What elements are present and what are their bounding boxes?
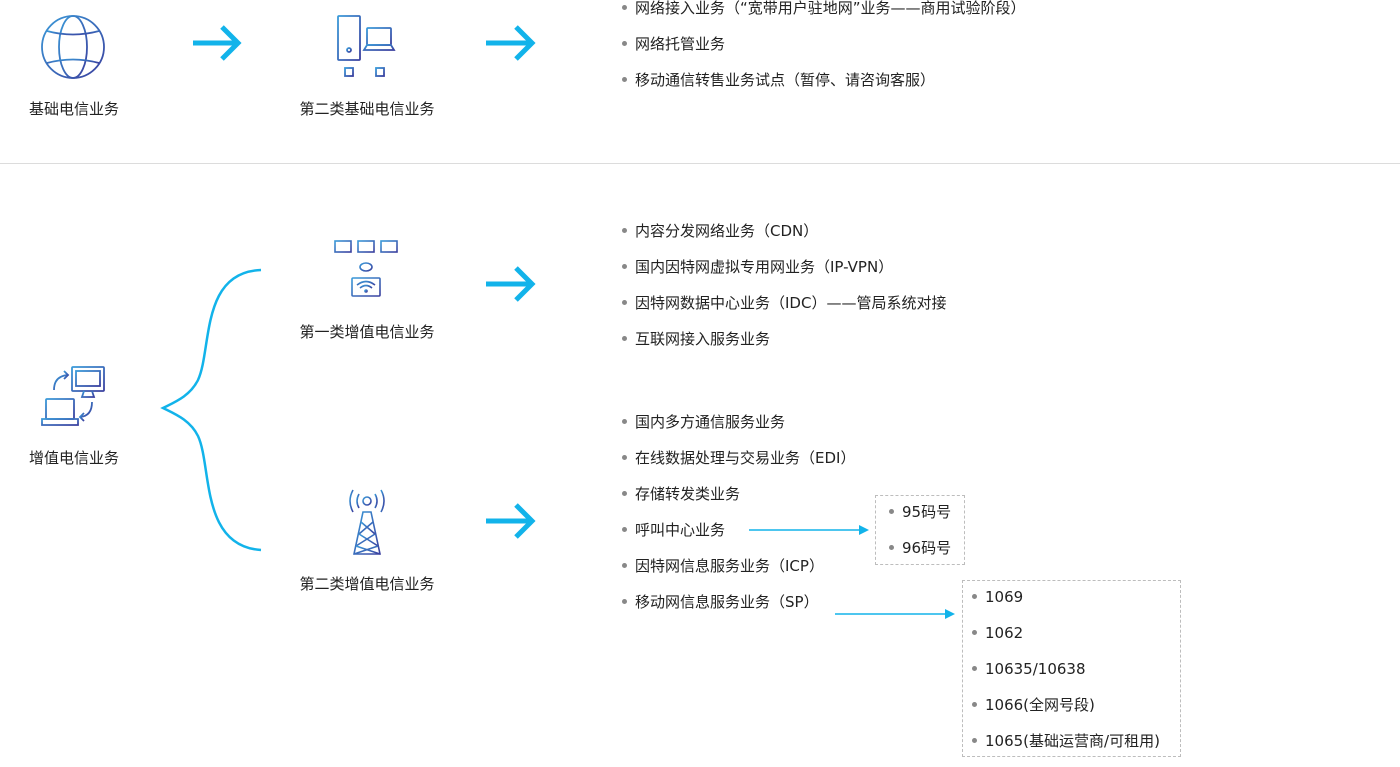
list-item: 1066(全网号段) bbox=[972, 695, 1160, 731]
va-second-class-items: 国内多方通信服务业务 在线数据处理与交易业务（EDI） 存储转发类业务 呼叫中心… bbox=[622, 412, 855, 628]
list-item: 网络接入业务（“宽带用户驻地网”业务——商用试验阶段） bbox=[622, 0, 1026, 34]
va-first-class-items: 内容分发网络业务（CDN） 国内因特网虚拟专用网业务（IP-VPN） 因特网数据… bbox=[622, 221, 946, 365]
list-item: 内容分发网络业务（CDN） bbox=[622, 221, 946, 257]
basic-second-class-items: 网络接入业务（“宽带用户驻地网”业务——商用试验阶段） 网络托管业务 移动通信转… bbox=[622, 0, 1026, 106]
basic-telecom-title: 基础电信业务 bbox=[28, 100, 120, 118]
list-item: 网络托管业务 bbox=[622, 34, 1026, 70]
list-item: 存储转发类业务 bbox=[622, 484, 855, 520]
basic-second-class-title: 第二类基础电信业务 bbox=[299, 100, 435, 118]
arrow-va-second-to-items bbox=[486, 503, 536, 539]
list-item: 96码号 bbox=[889, 538, 951, 574]
list-item: 国内因特网虚拟专用网业务（IP-VPN） bbox=[622, 257, 946, 293]
sp-numbers-box: 1069 1062 10635/10638 1066(全网号段) 1065(基础… bbox=[962, 580, 1181, 757]
list-item: 1062 bbox=[972, 623, 1160, 659]
list-item-sp: 移动网信息服务业务（SP） bbox=[622, 592, 855, 628]
va-first-class-title: 第一类增值电信业务 bbox=[299, 323, 435, 341]
list-item: 因特网数据中心业务（IDC）——管局系统对接 bbox=[622, 293, 946, 329]
list-item: 国内多方通信服务业务 bbox=[622, 412, 855, 448]
section-divider bbox=[0, 163, 1400, 164]
arrow-call-center-numbers bbox=[749, 525, 869, 535]
call-center-numbers: 95码号 96码号 bbox=[889, 502, 951, 574]
server-network-icon bbox=[334, 14, 398, 84]
globe-icon bbox=[40, 14, 106, 84]
call-center-numbers-box: 95码号 96码号 bbox=[875, 495, 965, 565]
va-second-class-title: 第二类增值电信业务 bbox=[299, 575, 435, 593]
list-item: 在线数据处理与交易业务（EDI） bbox=[622, 448, 855, 484]
signal-tower-icon bbox=[340, 488, 394, 560]
list-item: 95码号 bbox=[889, 502, 951, 538]
sp-numbers: 1069 1062 10635/10638 1066(全网号段) 1065(基础… bbox=[972, 587, 1160, 767]
list-item: 因特网信息服务业务（ICP） bbox=[622, 556, 855, 592]
list-item: 1065(基础运营商/可租用) bbox=[972, 731, 1160, 767]
list-item: 10635/10638 bbox=[972, 659, 1160, 695]
list-item: 移动通信转售业务试点（暂停、请咨询客服） bbox=[622, 70, 1026, 106]
arrow-sp-numbers bbox=[835, 609, 955, 619]
list-item: 互联网接入服务业务 bbox=[622, 329, 946, 365]
list-item: 1069 bbox=[972, 587, 1160, 623]
curly-brace bbox=[160, 268, 262, 552]
network-topology-icon bbox=[334, 238, 398, 308]
arrow-basic-to-second-class bbox=[193, 25, 242, 61]
computer-exchange-icon bbox=[40, 364, 108, 434]
value-added-telecom-title: 增值电信业务 bbox=[28, 449, 120, 467]
arrow-basic-second-to-items bbox=[486, 25, 536, 61]
list-item-call-center: 呼叫中心业务 bbox=[622, 520, 855, 556]
arrow-va-first-to-items bbox=[486, 266, 536, 302]
